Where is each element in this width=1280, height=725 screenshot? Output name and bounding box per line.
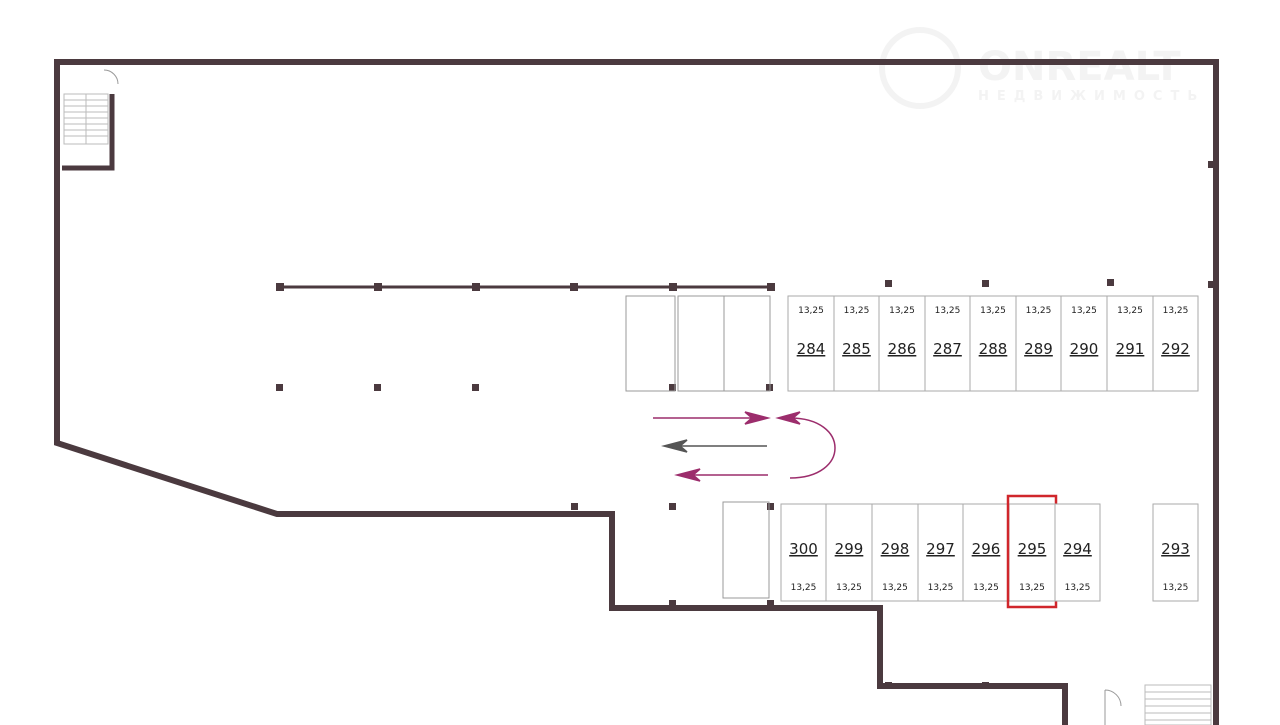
spot-number: 284 (797, 340, 826, 358)
spot-number: 289 (1024, 340, 1053, 358)
parking-spot-297[interactable]: 297 13,25 (917, 503, 964, 602)
parking-row-top: 284 13,25 285 13,25 286 13,25 287 13,25 288 13,25… (787, 295, 1199, 392)
empty-spots (625, 295, 771, 599)
spot-number: 285 (842, 340, 871, 358)
spot-number: 292 (1161, 340, 1190, 358)
spot-outline (1054, 503, 1101, 602)
spot-number: 293 (1161, 540, 1190, 558)
spot-area: 13,25 (1019, 583, 1045, 593)
spot-number: 300 (789, 540, 818, 558)
parking-spot-288[interactable]: 288 13,25 (969, 295, 1017, 392)
spot-outline (787, 295, 835, 392)
parking-spot-286[interactable]: 286 13,25 (878, 295, 926, 392)
parking-spot-293-group: 293 13,25 (1152, 503, 1199, 602)
spot-number: 294 (1063, 540, 1092, 558)
spot-area: 13,25 (1163, 306, 1189, 316)
spot-number: 286 (888, 340, 917, 358)
spot-number: 288 (979, 340, 1008, 358)
parking-spot-291[interactable]: 291 13,25 (1106, 295, 1154, 392)
spot-number: 298 (881, 540, 910, 558)
spot-number: 295 (1018, 540, 1047, 558)
parking-spot-290[interactable]: 290 13,25 (1060, 295, 1108, 392)
spot-outline (969, 295, 1017, 392)
parking-spot-284[interactable]: 284 13,25 (787, 295, 835, 392)
spot-outline (1106, 295, 1154, 392)
spot-area: 13,25 (935, 306, 961, 316)
watermark: ONREALT НЕДВИЖИМОСТЬ (879, 27, 1205, 109)
spot-number: 290 (1070, 340, 1099, 358)
parking-spot-293[interactable]: 293 13,25 (1152, 503, 1199, 602)
stairs-bottom-right (1104, 684, 1212, 725)
parking-spot-300[interactable]: 300 13,25 (780, 503, 827, 602)
spot-area: 13,25 (973, 583, 999, 593)
parking-spot-294[interactable]: 294 13,25 (1054, 503, 1101, 602)
parking-spot-295[interactable]: 295 13,25 (1006, 494, 1058, 609)
spot-area: 13,25 (1117, 306, 1143, 316)
spot-area: 13,25 (1065, 583, 1091, 593)
spot-number: 291 (1116, 340, 1145, 358)
spot-outline (924, 295, 971, 392)
spot-area: 13,25 (1026, 306, 1052, 316)
spot-outline (878, 295, 926, 392)
spot-outline (871, 503, 919, 602)
stairs-top-left (63, 69, 119, 145)
spot-area: 13,25 (1163, 583, 1189, 593)
parking-spot-287[interactable]: 287 13,25 (924, 295, 971, 392)
spot-area: 13,25 (928, 583, 954, 593)
spot-area: 13,25 (798, 306, 824, 316)
spot-outline (917, 503, 964, 602)
spot-number: 299 (835, 540, 864, 558)
parking-spot-298[interactable]: 298 13,25 (871, 503, 919, 602)
spot-outline (1015, 295, 1062, 392)
spot-number: 287 (933, 340, 962, 358)
walls (54, 59, 1219, 725)
spot-outline (833, 295, 880, 392)
spot-outline (780, 503, 827, 602)
svg-text:НЕДВИЖИМОСТЬ: НЕДВИЖИМОСТЬ (978, 89, 1205, 104)
spot-area: 13,25 (882, 583, 908, 593)
traffic-arrows (653, 411, 836, 482)
parking-spot-299[interactable]: 299 13,25 (825, 503, 873, 602)
spot-area: 13,25 (980, 306, 1006, 316)
parking-row-bottom: 300 13,25 299 13,25 298 13,25 297 13,25 296 13,25… (780, 494, 1101, 609)
spot-area: 13,25 (836, 583, 862, 593)
parking-spot-285[interactable]: 285 13,25 (833, 295, 880, 392)
parking-spot-292[interactable]: 292 13,25 (1152, 295, 1199, 392)
spot-outline (1152, 295, 1199, 392)
spot-area: 13,25 (1071, 306, 1097, 316)
spot-area: 13,25 (791, 583, 817, 593)
spot-outline (1152, 503, 1199, 602)
spot-number: 297 (926, 540, 955, 558)
spot-area: 13,25 (889, 306, 915, 316)
parking-spot-296[interactable]: 296 13,25 (962, 503, 1010, 602)
spot-outline (962, 503, 1010, 602)
spot-outline (1008, 503, 1056, 602)
spot-area: 13,25 (844, 306, 870, 316)
spot-number: 296 (972, 540, 1001, 558)
svg-text:ONREALT: ONREALT (978, 44, 1181, 90)
parking-spot-289[interactable]: 289 13,25 (1015, 295, 1062, 392)
